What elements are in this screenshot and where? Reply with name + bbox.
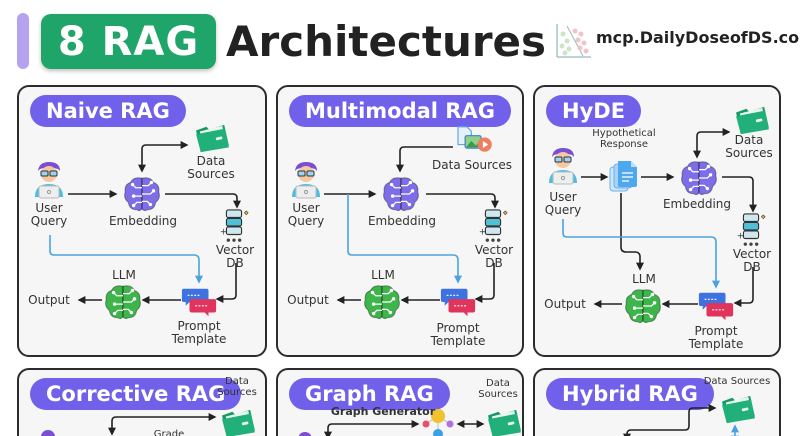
vector-db-label: Vector DB bbox=[732, 247, 772, 274]
panel-title: Graph RAG bbox=[289, 378, 450, 410]
prompt-template-label: Prompt Template bbox=[430, 321, 486, 348]
user-avatar-icon bbox=[41, 430, 55, 436]
user-query-label: User Query bbox=[544, 190, 582, 217]
vector-db-label: Vector DB bbox=[474, 243, 514, 270]
panel-multimodal-rag: Multimodal RAG User Query Embedding Data… bbox=[276, 85, 524, 357]
user-query-label: User Query bbox=[30, 201, 68, 228]
output-label: Output bbox=[28, 293, 70, 307]
data-sources-label: Data Sources bbox=[432, 158, 512, 172]
embedding-label: Embedding bbox=[108, 214, 178, 228]
vector-db-icon bbox=[734, 211, 768, 249]
data-sources-folder-icon bbox=[733, 105, 771, 135]
vector-db-label: Vector DB bbox=[215, 243, 255, 270]
vector-db-icon bbox=[476, 207, 510, 245]
user-avatar-icon bbox=[298, 432, 312, 436]
scatter-plot-logo-icon bbox=[556, 24, 591, 58]
data-sources-label: Data Sources bbox=[703, 376, 771, 387]
prompt-template-label: Prompt Template bbox=[171, 319, 227, 346]
title-badge: 8 RAG bbox=[41, 14, 216, 69]
panel-hybrid-rag: Hybrid RAG Data Sources bbox=[533, 368, 781, 436]
page-title: Architectures bbox=[226, 17, 547, 66]
data-sources-folder-icon bbox=[193, 123, 231, 153]
panel-title: HyDE bbox=[546, 95, 642, 127]
llm-label: LLM bbox=[112, 268, 136, 282]
user-avatar-icon bbox=[543, 145, 583, 185]
embedding-brain-icon bbox=[676, 157, 722, 199]
data-sources-label: Data Sources bbox=[187, 154, 235, 181]
title-badge-text: 8 RAG bbox=[57, 18, 200, 65]
embedding-label: Embedding bbox=[662, 197, 732, 211]
hypothetical-document-icon bbox=[607, 159, 641, 195]
data-sources-folder-icon bbox=[219, 408, 257, 436]
embedding-label: Embedding bbox=[367, 214, 437, 228]
panel-title: Corrective RAG bbox=[30, 378, 242, 410]
data-sources-label: Data Sources bbox=[478, 378, 518, 400]
user-avatar-icon bbox=[29, 159, 69, 199]
llm-label: LLM bbox=[632, 272, 656, 286]
output-label: Output bbox=[287, 293, 329, 307]
prompt-template-icon bbox=[439, 285, 477, 319]
user-avatar-icon bbox=[286, 159, 326, 199]
panel-title: Hybrid RAG bbox=[546, 378, 714, 410]
embedding-brain-icon bbox=[120, 173, 164, 215]
accent-bar bbox=[17, 13, 29, 69]
vector-db-icon bbox=[217, 207, 251, 245]
brand-link[interactable]: mcp.DailyDoseofDS.com bbox=[596, 28, 800, 47]
llm-brain-icon bbox=[360, 281, 404, 323]
panel-graph-rag: Graph RAG Data Sources Graph Generator bbox=[276, 368, 524, 436]
panel-hyde: HyDE User Query Hypothetical Response Em… bbox=[533, 85, 781, 357]
panel-title: Multimodal RAG bbox=[289, 95, 511, 127]
llm-brain-icon bbox=[101, 281, 145, 323]
data-sources-folder-icon bbox=[485, 408, 523, 436]
panel-naive-rag: Naive RAG User Query Embedding Data Sour… bbox=[17, 85, 267, 357]
hypothetical-response-label: Hypothetical Response bbox=[592, 128, 656, 150]
llm-brain-icon bbox=[621, 285, 665, 327]
prompt-template-label: Prompt Template bbox=[688, 324, 744, 351]
grade-label: Grade bbox=[153, 429, 185, 436]
multimodal-data-icon bbox=[454, 125, 494, 157]
panel-corrective-rag: Corrective RAG Data Sources Grade bbox=[17, 368, 267, 436]
prompt-template-icon bbox=[180, 285, 218, 319]
prompt-template-icon bbox=[697, 289, 735, 323]
output-label: Output bbox=[544, 297, 586, 311]
llm-label: LLM bbox=[371, 268, 395, 282]
embedding-brain-icon bbox=[379, 173, 423, 215]
data-sources-folder-icon bbox=[719, 394, 757, 424]
user-query-label: User Query bbox=[287, 201, 325, 228]
data-sources-label: Data Sources bbox=[217, 376, 257, 398]
panel-title: Naive RAG bbox=[30, 95, 186, 127]
data-sources-label: Data Sources bbox=[725, 133, 773, 160]
graph-generator-label: Graph Generator bbox=[330, 405, 436, 418]
